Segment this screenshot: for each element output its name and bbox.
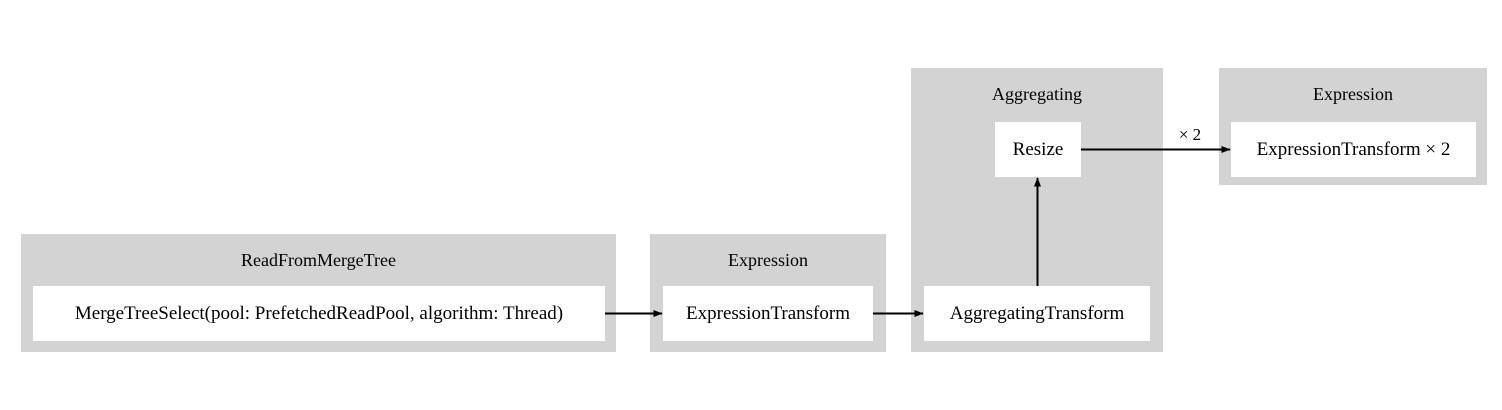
node-merge-tree-select[interactable]: MergeTreeSelect(pool: PrefetchedReadPool…	[33, 286, 605, 341]
cluster-title-expression-left: Expression	[728, 250, 808, 270]
edge-label-resize-to-expression-transform-x2: × 2	[1178, 125, 1202, 144]
node-expression-transform[interactable]: ExpressionTransform	[663, 286, 873, 341]
cluster-title-aggregating: Aggregating	[992, 84, 1082, 104]
node-resize[interactable]: Resize	[995, 122, 1081, 177]
cluster-title-expression-right: Expression	[1313, 84, 1393, 104]
node-aggregating-transform[interactable]: AggregatingTransform	[924, 286, 1150, 341]
cluster-title-read-from-merge-tree: ReadFromMergeTree	[241, 250, 396, 270]
node-expression-transform-x2[interactable]: ExpressionTransform × 2	[1231, 122, 1476, 177]
